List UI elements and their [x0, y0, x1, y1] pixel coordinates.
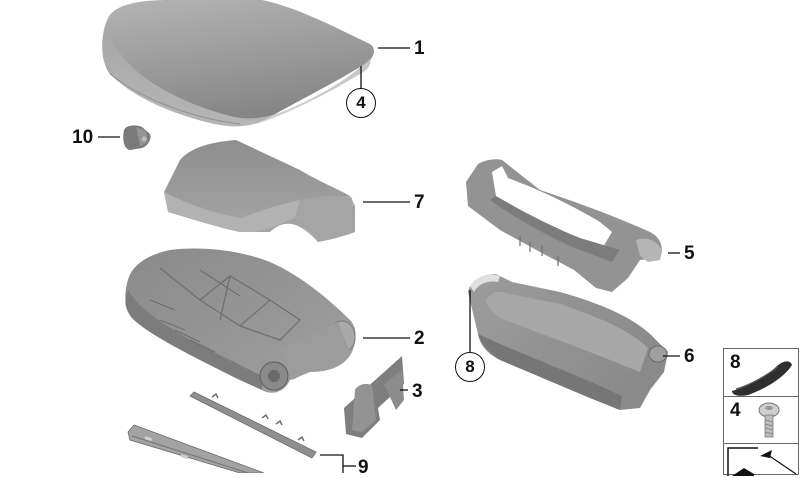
legend-item-screw: 4	[723, 396, 799, 444]
rubber-insert-icon	[732, 361, 792, 396]
callout-4-circled: 4	[346, 88, 376, 118]
callout-6: 6	[684, 346, 695, 367]
arrow-direction-icon	[727, 447, 797, 476]
part-2-base-frame	[125, 248, 356, 393]
callout-8-circled: 8	[455, 352, 485, 382]
callout-3: 3	[412, 381, 423, 402]
screw-icon	[758, 402, 780, 438]
callout-8-text: 8	[465, 357, 475, 376]
callout-10: 10	[72, 127, 94, 148]
leader-lines	[98, 47, 680, 473]
callout-2: 2	[414, 328, 425, 349]
legend-item-arrow	[723, 443, 799, 476]
part-9-trim-strips	[127, 391, 317, 473]
callout-7: 7	[414, 192, 425, 213]
part-7-inner-cover	[164, 140, 355, 242]
part-1-armrest-pad	[102, 0, 374, 127]
part-10-clip	[123, 125, 151, 150]
part-5-storage-frame	[466, 159, 662, 292]
legend-number: 8	[730, 352, 741, 373]
callout-5: 5	[684, 243, 695, 264]
part-3-bracket	[344, 356, 404, 438]
part-6-storage-tray	[468, 274, 668, 410]
legend-item-rubber-insert: 8	[723, 348, 799, 397]
legend-number: 4	[730, 400, 741, 421]
callout-4-text: 4	[356, 93, 366, 112]
callout-9: 9	[358, 457, 369, 478]
callout-1: 1	[414, 38, 425, 59]
